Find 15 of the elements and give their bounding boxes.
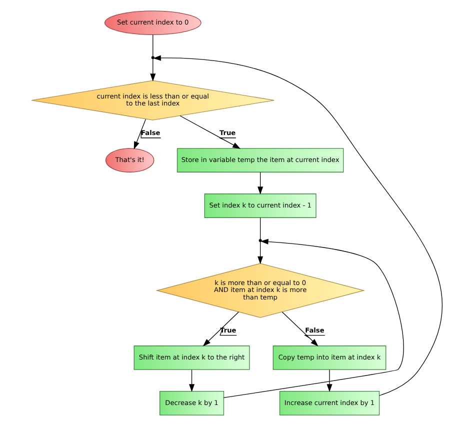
arrow bbox=[223, 238, 404, 398]
arrow bbox=[282, 312, 326, 346]
node-point bbox=[258, 239, 262, 242]
connector bbox=[260, 217, 261, 240]
arrow bbox=[153, 55, 442, 396]
arrow bbox=[180, 115, 241, 149]
arrow bbox=[326, 369, 332, 392]
arrow bbox=[189, 369, 195, 392]
connector bbox=[152, 34, 154, 57]
arrow bbox=[134, 118, 162, 150]
arrow bbox=[258, 172, 264, 195]
arrow bbox=[202, 312, 239, 346]
arrow bbox=[258, 241, 264, 264]
arrow bbox=[150, 58, 156, 82]
node-point bbox=[151, 56, 154, 60]
